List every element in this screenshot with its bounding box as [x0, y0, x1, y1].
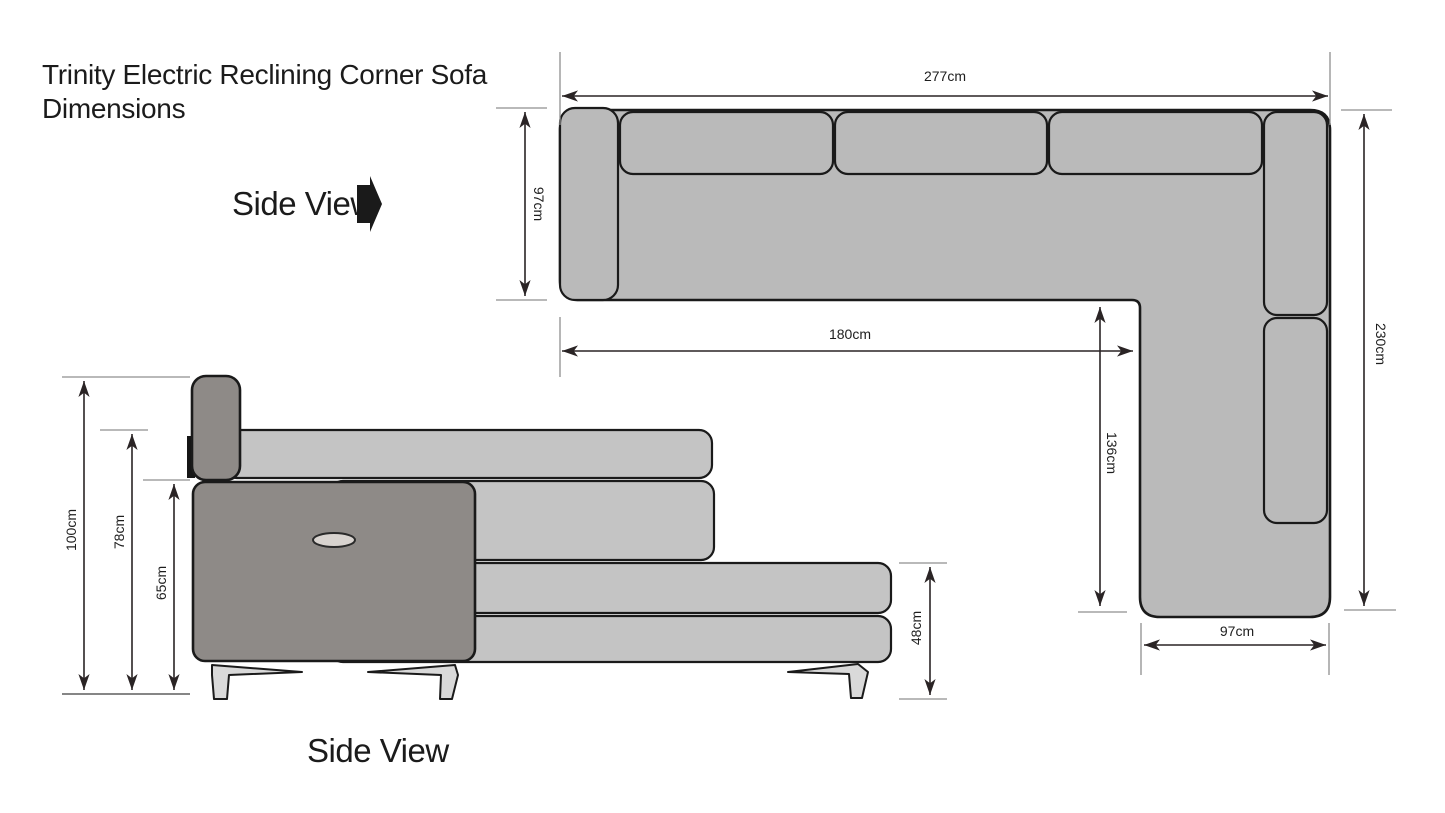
side-view-leg-front-left [211, 664, 303, 700]
dim-footrest-height: 48cm [899, 562, 947, 700]
dim-total-height: 100cm [62, 376, 190, 695]
dim-inner-width-label: 180cm [829, 326, 871, 342]
side-view [187, 374, 893, 700]
dim-back-height: 78cm [100, 429, 148, 690]
dim-total-height-label: 100cm [63, 509, 79, 551]
side-view-arrow-icon [357, 176, 382, 232]
dim-inner-depth-label: 136cm [1104, 432, 1120, 474]
side-view-handle [312, 532, 356, 548]
top-view-back-cushion-1 [618, 110, 835, 176]
dim-inner-width: 180cm [559, 317, 1133, 377]
dim-arm-height: 65cm [143, 479, 190, 690]
dim-inner-depth: 136cm [1078, 307, 1127, 613]
dim-right-depth: 230cm [1341, 109, 1396, 611]
dim-left-depth: 97cm [496, 107, 547, 301]
side-view-back-band [222, 428, 714, 480]
dim-total-width: 277cm [559, 52, 1331, 125]
top-view-back-cushion-2 [833, 110, 1049, 176]
page-title-line2: Dimensions [42, 93, 185, 124]
top-view-left-armrest [558, 106, 620, 302]
dim-chaise-width-label: 97cm [1220, 623, 1254, 639]
dim-total-width-label: 277cm [924, 68, 966, 84]
dim-chaise-width: 97cm [1140, 623, 1330, 675]
dim-left-depth-label: 97cm [531, 187, 547, 221]
side-view-headrest [190, 374, 242, 482]
dim-arm-height-label: 65cm [153, 566, 169, 600]
dim-right-depth-label: 230cm [1373, 323, 1389, 365]
dim-footrest-height-label: 48cm [908, 611, 924, 645]
side-view-leg-front-middle [367, 664, 459, 700]
top-view-back-cushion-3 [1047, 110, 1264, 176]
side-view-callout-label: Side View [232, 185, 374, 222]
top-view-right-cushion-1 [1262, 110, 1329, 317]
top-view-right-cushion-2 [1262, 316, 1329, 525]
side-view-armrest-block [191, 480, 477, 663]
side-view-leg-front-right [787, 663, 869, 699]
page-title-line1: Trinity Electric Reclining Corner Sofa [42, 59, 488, 90]
top-view [558, 106, 1332, 619]
side-view-caption: Side View [307, 732, 449, 769]
dim-back-height-label: 78cm [111, 515, 127, 549]
